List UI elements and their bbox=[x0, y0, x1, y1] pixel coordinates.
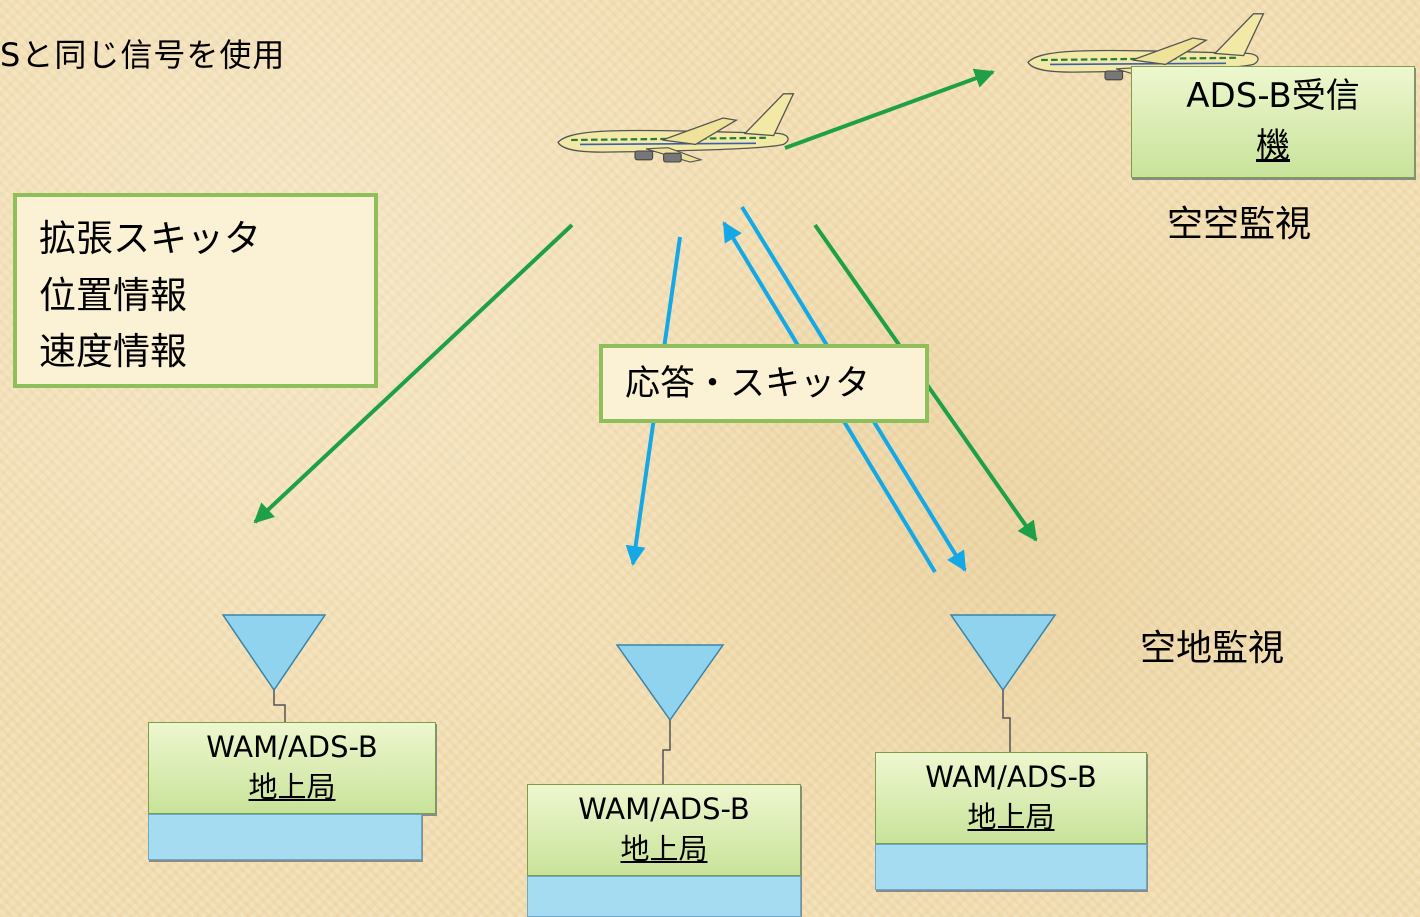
squitter-arrow-left bbox=[253, 223, 574, 524]
aircraft-icon bbox=[556, 92, 795, 164]
adsb-receiver-line-2: 機 bbox=[1256, 126, 1290, 166]
ground-station-1-name: 地上局 bbox=[248, 770, 336, 804]
extended-squitter-line-1: 拡張スキッタ bbox=[39, 217, 261, 260]
ground-station-3-base bbox=[875, 844, 1147, 890]
ground-station-1-type: WAM/ADS-B bbox=[206, 730, 378, 764]
ground-station-1: WAM/ADS-B 地上局 bbox=[148, 722, 436, 814]
adsb-receiver-line-1: ADS-B受信 bbox=[1186, 76, 1360, 116]
ground-station-2-type: WAM/ADS-B bbox=[578, 792, 750, 826]
ground-station-3: WAM/ADS-B 地上局 bbox=[875, 752, 1147, 844]
ground-station-3-name: 地上局 bbox=[967, 800, 1055, 834]
adsb-receiver-box: ADS-B受信 機 bbox=[1131, 66, 1415, 178]
antenna-icon-1 bbox=[221, 614, 327, 722]
ground-station-1-base bbox=[148, 814, 422, 860]
extended-squitter-line-3: 速度情報 bbox=[39, 330, 187, 373]
ground-station-2-name: 地上局 bbox=[620, 832, 708, 866]
air-to-ground-label: 空地監視 bbox=[1140, 628, 1285, 669]
header-text: Sと同じ信号を使用 bbox=[0, 36, 286, 74]
antenna-icon-2 bbox=[615, 644, 725, 784]
reply-squitter-label: 応答・スキッタ bbox=[625, 364, 871, 404]
extended-squitter-box: 拡張スキッタ 位置情報 速度情報 bbox=[13, 193, 378, 388]
ground-station-2-base bbox=[527, 876, 801, 917]
reply-squitter-box: 応答・スキッタ bbox=[599, 344, 929, 423]
extended-squitter-line-2: 位置情報 bbox=[39, 274, 187, 317]
ground-station-2: WAM/ADS-B 地上局 bbox=[527, 784, 801, 876]
ground-station-3-type: WAM/ADS-B bbox=[925, 760, 1097, 794]
squitter-arrow-to-receiver bbox=[784, 68, 995, 150]
antenna-icon-3 bbox=[949, 614, 1057, 752]
air-to-air-label: 空空監視 bbox=[1167, 204, 1312, 245]
